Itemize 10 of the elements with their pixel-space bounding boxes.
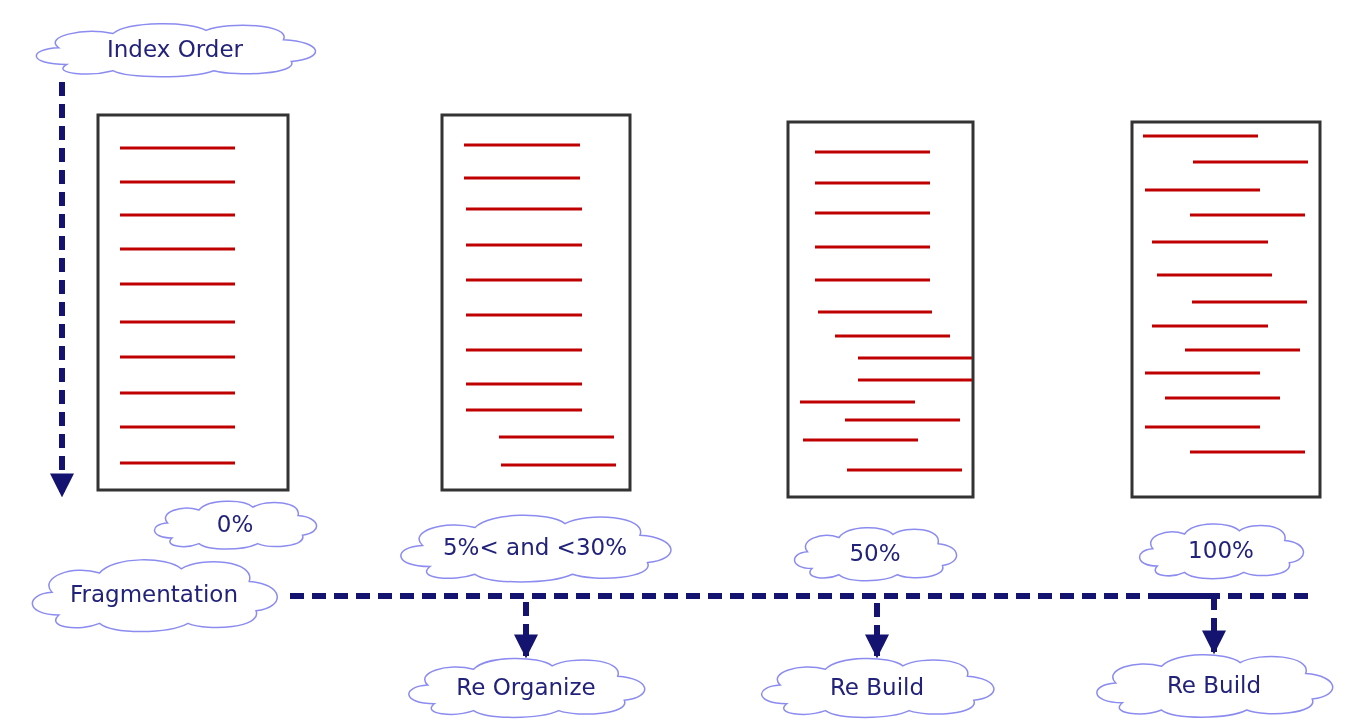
cloud-label: 5%< and <30% bbox=[442, 534, 627, 560]
cloud-label: Re Organize bbox=[456, 673, 596, 700]
cloud-label: 100% bbox=[1188, 537, 1254, 563]
cloud-label: Index Order bbox=[107, 36, 243, 62]
cloud-label: Re Build bbox=[1166, 671, 1262, 698]
arrow bbox=[290, 593, 1226, 655]
cloud-label: 0% bbox=[216, 511, 254, 537]
cloud-label: Fragmentation bbox=[70, 581, 238, 607]
cloud-label: Re Build bbox=[829, 673, 925, 700]
cloud-label: 50% bbox=[849, 540, 901, 566]
